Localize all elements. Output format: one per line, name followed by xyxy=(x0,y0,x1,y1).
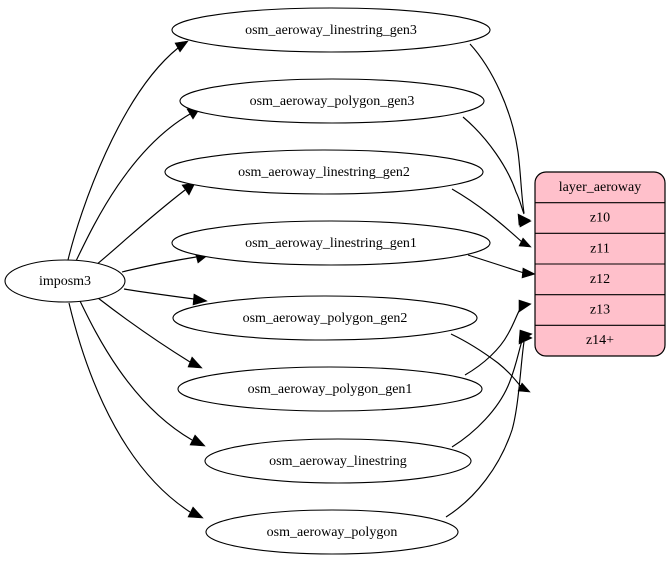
edge-path xyxy=(450,333,523,389)
node-label: osm_aeroway_polygon xyxy=(267,525,398,540)
table-row-z13-label: z13 xyxy=(590,303,610,318)
node-shape[interactable] xyxy=(172,295,478,341)
edge-polygon-gen3-to-z10 xyxy=(462,116,532,228)
edge-polygon-to-z14plus xyxy=(445,331,533,518)
edge-path xyxy=(467,254,525,274)
edge-path xyxy=(462,116,525,215)
edge-path xyxy=(451,188,523,243)
node-osm_aeroway_polygon_gen1[interactable]: osm_aeroway_polygon_gen1 xyxy=(177,366,483,412)
arrow-head xyxy=(517,382,531,393)
table-row-z11-label: z11 xyxy=(590,241,610,256)
arrow-head xyxy=(187,506,204,519)
node-label: osm_aeroway_polygon_gen2 xyxy=(243,311,408,326)
edge-imposm3-to-linestring-gen3 xyxy=(67,40,189,261)
table-row-z10-label: z10 xyxy=(590,211,610,226)
node-osm_aeroway_polygon[interactable]: osm_aeroway_polygon xyxy=(205,509,459,555)
node-label: osm_aeroway_polygon_gen3 xyxy=(250,94,415,109)
node-imposm3[interactable]: imposm3 xyxy=(4,259,126,303)
edge-path xyxy=(469,43,525,214)
edge-imposm3-to-linestring xyxy=(79,300,206,447)
node-shape[interactable] xyxy=(204,438,472,484)
arrow-head xyxy=(518,299,532,313)
node-shape[interactable] xyxy=(205,509,459,555)
edge-linestring-gen2-to-z11 xyxy=(451,188,532,248)
arrow-head xyxy=(192,293,208,306)
node-label: osm_aeroway_polygon_gen1 xyxy=(248,382,413,397)
edge-path xyxy=(75,113,191,262)
edge-path xyxy=(121,256,197,273)
edge-path xyxy=(123,288,195,300)
node-shape[interactable] xyxy=(171,220,491,266)
node-label: osm_aeroway_linestring_gen1 xyxy=(245,236,417,251)
arrow-head xyxy=(518,215,532,228)
arrow-head xyxy=(174,40,189,53)
table-row-z14plus-label: z14+ xyxy=(586,333,614,348)
edge-path xyxy=(95,189,186,266)
node-label: osm_aeroway_linestring_gen3 xyxy=(245,23,417,38)
edge-imposm3-to-polygon xyxy=(68,302,204,519)
node-label: imposm3 xyxy=(39,274,91,289)
edge-polygon-gen1-to-z13 xyxy=(464,299,532,376)
edge-polygon-gen2-to-z13 xyxy=(450,333,531,393)
node-osm_aeroway_linestring_gen1[interactable]: osm_aeroway_linestring_gen1 xyxy=(171,220,491,266)
edge-path xyxy=(445,341,525,518)
edge-path xyxy=(97,297,191,363)
node-shape[interactable] xyxy=(171,7,491,53)
node-osm_aeroway_polygon_gen3[interactable]: osm_aeroway_polygon_gen3 xyxy=(179,78,485,124)
node-osm_aeroway_polygon_gen2[interactable]: osm_aeroway_polygon_gen2 xyxy=(172,295,478,341)
node-osm_aeroway_linestring[interactable]: osm_aeroway_linestring xyxy=(204,438,472,484)
edge-linestring-gen3-to-z10 xyxy=(469,43,531,226)
edge-group-to-layer-aeroway xyxy=(445,43,536,518)
edge-imposm3-to-polygon-gen2 xyxy=(123,288,208,306)
edge-path xyxy=(79,300,193,441)
arrow-head xyxy=(189,434,206,447)
node-shape[interactable] xyxy=(164,149,484,195)
node-shape[interactable] xyxy=(4,259,126,303)
node-shape[interactable] xyxy=(177,366,483,412)
node-label: osm_aeroway_linestring_gen2 xyxy=(238,165,410,180)
edge-path xyxy=(451,337,524,448)
edge-linestring-gen1-to-z12 xyxy=(467,254,536,279)
node-layer_aeroway[interactable]: layer_aeroway z10 z11 z12 z13 z14+ xyxy=(534,171,666,357)
arrow-head xyxy=(518,331,533,345)
node-label: osm_aeroway_linestring xyxy=(269,454,407,469)
node-shape[interactable] xyxy=(179,78,485,124)
table-header-label: layer_aeroway xyxy=(559,180,641,195)
edge-path xyxy=(67,47,179,261)
edge-imposm3-to-polygon-gen1 xyxy=(97,297,203,369)
node-osm_aeroway_linestring_gen3[interactable]: osm_aeroway_linestring_gen3 xyxy=(171,7,491,53)
arrow-head xyxy=(521,267,536,279)
table-row-z12-label: z12 xyxy=(590,272,610,287)
node-osm_aeroway_linestring_gen2[interactable]: osm_aeroway_linestring_gen2 xyxy=(164,149,484,195)
arrow-head xyxy=(518,237,532,248)
edge-path xyxy=(68,302,191,513)
arrow-head xyxy=(187,356,203,369)
